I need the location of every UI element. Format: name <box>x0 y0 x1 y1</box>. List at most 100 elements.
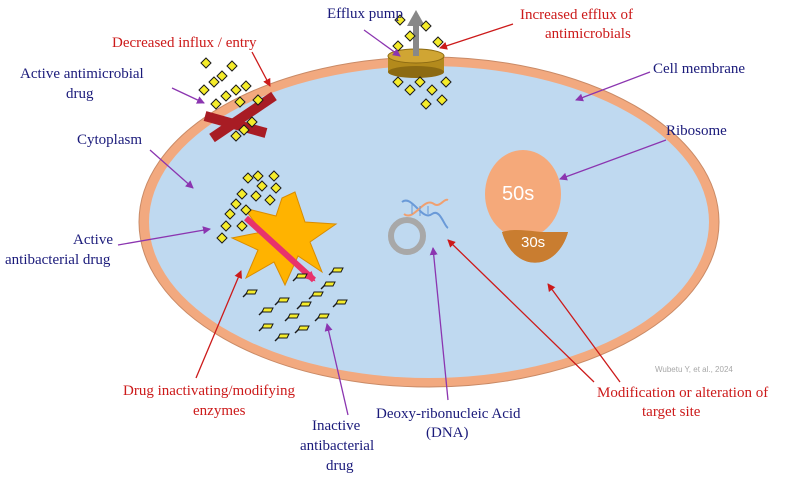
ribosome: 50s 30s <box>485 150 568 263</box>
fragment-tail <box>320 284 326 290</box>
label-ribosome: Ribosome <box>666 123 727 139</box>
drug-diamond <box>242 172 254 184</box>
drug-molecules-enzyme <box>216 170 282 244</box>
label-modification-1: Modification or alteration of <box>597 385 768 401</box>
fragment-tail <box>242 292 248 298</box>
fragment-tail <box>294 328 300 334</box>
drug-diamond <box>436 94 448 106</box>
fragment-tail <box>292 276 298 282</box>
drug-diamond <box>234 96 246 108</box>
inactive-drug-fragment <box>323 281 336 287</box>
drug-diamond <box>250 190 262 202</box>
fragment-tail <box>314 316 320 322</box>
inactive-drug-fragment <box>299 301 312 307</box>
drug-diamond <box>238 124 250 136</box>
inactive-drug-fragment <box>295 273 308 279</box>
drug-diamond <box>200 57 212 69</box>
drug-diamond <box>230 130 242 142</box>
drug-diamond <box>256 180 268 192</box>
drug-diamond <box>420 98 432 110</box>
drug-diamond <box>226 60 238 72</box>
drug-diamond <box>432 36 444 48</box>
drug-diamond <box>420 20 432 32</box>
label-active-antibacterial-2: antibacterial drug <box>5 252 111 268</box>
fragment-tail <box>296 304 302 310</box>
inactive-drug-fragment <box>287 313 300 319</box>
drug-diamond <box>230 198 242 210</box>
enzyme-icon <box>230 191 338 287</box>
red-arrows <box>195 23 621 383</box>
fragment-tail <box>332 302 338 308</box>
inactive-drug-fragments <box>242 267 348 342</box>
drug-diamond <box>220 220 232 232</box>
ribosome-50s-label: 50s <box>502 183 534 205</box>
drug-diamond <box>208 76 220 88</box>
drug-diamond <box>246 116 258 128</box>
inactive-drug-fragment <box>331 267 344 273</box>
inactive-drug-fragment <box>277 297 290 303</box>
label-drug-inactivating-1: Drug inactivating/modifying <box>123 383 296 399</box>
drug-diamond <box>264 194 276 206</box>
ribosome-30s-label: 30s <box>521 234 545 251</box>
drug-diamond <box>404 84 416 96</box>
drug-diamond <box>270 182 282 194</box>
inactive-drug-fragment <box>277 333 290 339</box>
cytoplasm <box>149 66 709 378</box>
label-modification-2: target site <box>642 404 701 420</box>
efflux-pump <box>387 10 445 78</box>
drug-diamond <box>236 188 248 200</box>
drug-diamond <box>216 232 228 244</box>
fragment-tail <box>258 326 264 332</box>
fragment-tail <box>328 270 334 276</box>
drug-diamond <box>240 80 252 92</box>
label-active-antimicrobial-2: drug <box>66 86 94 102</box>
drug-diamond <box>392 76 404 88</box>
fragment-tail <box>258 310 264 316</box>
ribosome-50s <box>485 150 561 238</box>
drug-diamond <box>210 98 222 110</box>
drug-diamond <box>240 204 252 216</box>
drug-diamond <box>198 84 210 96</box>
inactive-drug-fragment <box>335 299 348 305</box>
inactive-drug-fragment <box>317 313 330 319</box>
drug-diamond <box>404 30 416 42</box>
label-active-antimicrobial-1: Active antimicrobial <box>20 66 144 82</box>
label-cell-membrane: Cell membrane <box>653 61 745 77</box>
fragment-tail <box>274 336 280 342</box>
drug-diamond <box>394 14 406 26</box>
dna-icon <box>388 198 449 255</box>
label-increased-efflux-1: Increased efflux of <box>520 7 633 23</box>
label-inactive-2: antibacterial <box>300 438 374 454</box>
drug-diamond <box>426 84 438 96</box>
drug-diamond <box>252 94 264 106</box>
drug-diamond <box>252 170 264 182</box>
inactive-drug-fragment <box>261 307 274 313</box>
inactive-drug-fragment <box>311 291 324 297</box>
label-active-antibacterial-1: Active <box>73 232 113 248</box>
label-dna-1: Deoxy-ribonucleic Acid <box>376 406 521 422</box>
label-inactive-3: drug <box>326 458 354 474</box>
label-cytoplasm: Cytoplasm <box>77 132 142 148</box>
label-drug-inactivating-2: enzymes <box>193 403 246 419</box>
inactive-drug-fragment <box>245 289 258 295</box>
label-increased-efflux-2: antimicrobials <box>545 26 631 42</box>
drug-diamond <box>440 76 452 88</box>
drug-diamond <box>224 208 236 220</box>
drug-diamond <box>220 90 232 102</box>
fragment-tail <box>308 294 314 300</box>
drug-diamond <box>236 220 248 232</box>
label-inactive-1: Inactive <box>312 418 361 434</box>
fragment-tail <box>274 300 280 306</box>
label-dna-2: (DNA) <box>426 425 469 441</box>
fragment-tail <box>284 316 290 322</box>
inactivation-arrow <box>243 215 317 283</box>
drug-diamond <box>216 70 228 82</box>
drug-diamond <box>268 170 280 182</box>
blocked-entry-icon <box>203 91 277 143</box>
label-decreased-influx: Decreased influx / entry <box>112 35 257 51</box>
credit: Wubetu Y, et al., 2024 <box>655 365 733 374</box>
drug-diamond <box>414 76 426 88</box>
label-efflux-pump: Efflux pump <box>327 6 403 22</box>
